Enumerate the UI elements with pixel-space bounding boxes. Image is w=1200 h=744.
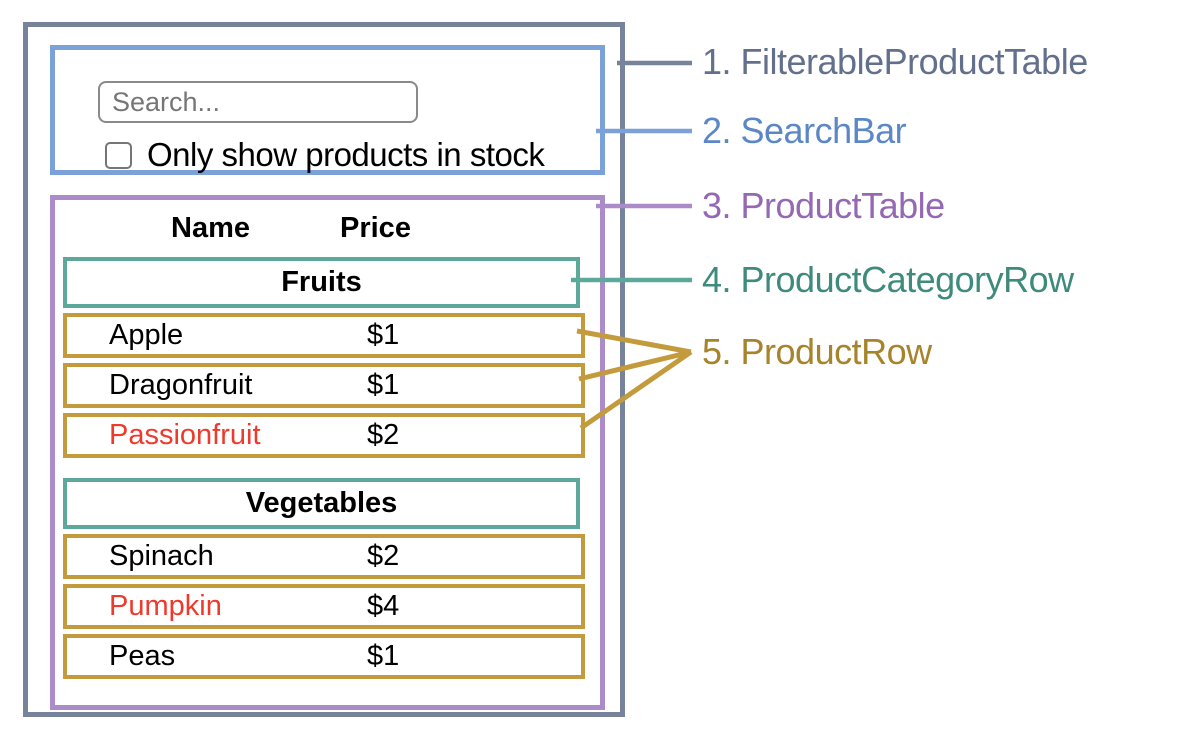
product-name-cell: Passionfruit (109, 419, 261, 451)
product-row: Spinach $2 (63, 534, 585, 579)
legend-item-5: 5. ProductRow (702, 331, 932, 372)
product-row: Dragonfruit $1 (63, 363, 585, 408)
price-column-header: Price (340, 211, 411, 244)
product-price-cell: $1 (367, 640, 400, 672)
product-row: Pumpkin $4 (63, 584, 585, 629)
legend-item-3: 3. ProductTable (702, 185, 945, 226)
product-name-cell: Dragonfruit (109, 369, 253, 401)
product-row: Passionfruit $2 (63, 413, 585, 458)
product-price-cell: $1 (367, 319, 400, 351)
product-row: Apple $1 (63, 313, 585, 358)
in-stock-checkbox[interactable] (105, 141, 132, 169)
product-category-row: Fruits (63, 257, 580, 308)
in-stock-checkbox-label: Only show products in stock (147, 136, 545, 173)
product-name-cell: Pumpkin (109, 590, 222, 622)
product-name-cell: Spinach (109, 540, 214, 572)
product-price-cell: $2 (367, 540, 400, 572)
legend-item-2: 2. SearchBar (702, 110, 907, 151)
product-name-cell: Peas (109, 640, 176, 672)
table-header-row: Name Price (63, 208, 585, 248)
stock-filter-row: Only show products in stock (105, 136, 545, 174)
product-category-row: Vegetables (63, 478, 580, 529)
product-price-cell: $4 (367, 590, 400, 622)
filterable-product-table-box: Only show products in stock Name Price F… (23, 22, 625, 717)
legend-item-4: 4. ProductCategoryRow (702, 259, 1074, 300)
product-name-cell: Apple (109, 319, 184, 351)
legend-item-1: 1. FilterableProductTable (702, 41, 1088, 82)
product-price-cell: $2 (367, 419, 400, 451)
search-input[interactable] (98, 81, 418, 123)
product-price-cell: $1 (367, 369, 400, 401)
search-bar-box: Only show products in stock (50, 45, 605, 175)
product-row: Peas $1 (63, 634, 585, 679)
name-column-header: Name (171, 211, 250, 244)
